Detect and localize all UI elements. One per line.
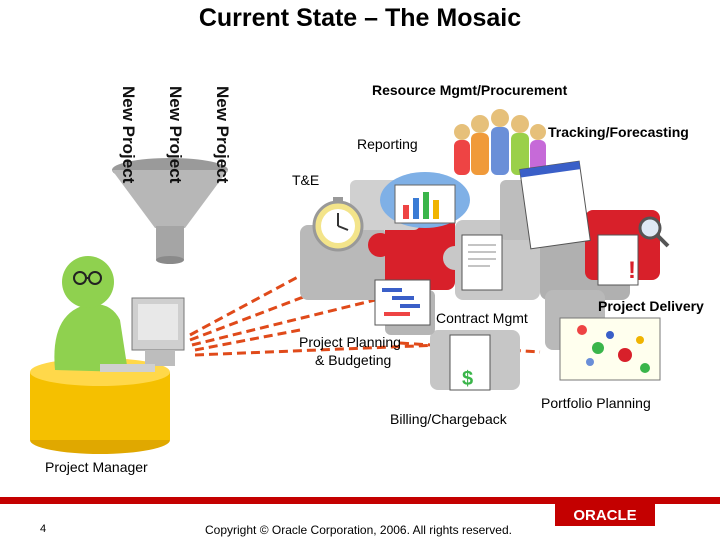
people-group-icon: [454, 109, 546, 175]
contract-mgmt-label: Contract Mgmt: [436, 310, 528, 326]
budgeting-label: & Budgeting: [315, 352, 392, 368]
project-manager-label: Project Manager: [45, 459, 148, 475]
contract-document-icon: [461, 234, 503, 291]
stopwatch-icon: [312, 197, 364, 252]
invoice-dollar-icon: $: [449, 334, 491, 391]
portfolio-planning-label: Portfolio Planning: [541, 395, 651, 411]
te-label: T&E: [292, 172, 320, 188]
funnel-icon: [112, 158, 228, 264]
gantt-chart-icon: [374, 279, 431, 326]
spreadsheet-icon: [519, 160, 591, 250]
footer-bar: [0, 497, 720, 504]
svg-text:$: $: [462, 368, 473, 390]
project-manager-figure: [30, 256, 185, 454]
reporting-chart-icon: [380, 172, 470, 228]
reporting-label: Reporting: [357, 136, 418, 152]
billing-chargeback-label: Billing/Chargeback: [390, 411, 507, 427]
funnel-item-label: New Project: [213, 86, 232, 184]
project-delivery-label: Project Delivery: [598, 298, 704, 314]
magnifier-icon: !: [597, 216, 670, 286]
funnel-item-label: New Project: [166, 86, 185, 184]
oracle-logo: ORACLE: [555, 504, 655, 526]
svg-text:ORACLE: ORACLE: [573, 507, 636, 524]
resource-mgmt-label: Resource Mgmt/Procurement: [372, 82, 568, 98]
page-number: 4: [40, 523, 47, 535]
funnel-item-label: New Project: [119, 86, 138, 184]
copyright-text: Copyright © Oracle Corporation, 2006. Al…: [205, 523, 512, 537]
project-planning-label: Project Planning: [299, 334, 401, 350]
page-title: Current State – The Mosaic: [198, 4, 522, 32]
svg-text:!: !: [628, 257, 636, 284]
portfolio-bubble-icon: [559, 317, 661, 381]
tracking-forecasting-label: Tracking/Forecasting: [548, 124, 689, 140]
